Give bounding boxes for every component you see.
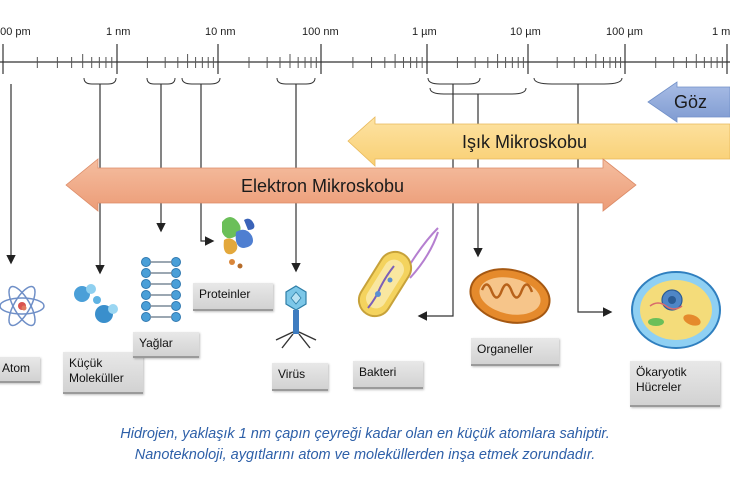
atom-icon <box>0 285 45 327</box>
eye-label: Göz <box>674 92 707 112</box>
lipid-head <box>171 279 181 289</box>
lipid-head <box>171 268 181 278</box>
lipid-head <box>141 279 151 289</box>
electron-microscope-label: Elektron Mikroskobu <box>241 176 404 196</box>
label-virus: Virüs <box>272 363 328 391</box>
light-microscope-label: Işık Mikroskobu <box>462 132 587 152</box>
label-organelles: Organeller <box>471 338 559 366</box>
electron-microscope-arrow: Elektron Mikroskobu <box>65 158 637 212</box>
small-molecules-icon <box>74 284 118 323</box>
lipid-head <box>141 301 151 311</box>
scale-label-10nm: 10 nm <box>205 26 236 38</box>
caption-line-1: Hidrojen, yaklaşık 1 nm çapın çeyreği ka… <box>120 426 610 442</box>
scale-label-100pm: 100 pm <box>0 26 31 38</box>
label-eukaryotic-cells: Ökaryotik Hücreler <box>630 361 720 407</box>
label-atom: Atom <box>0 357 40 383</box>
lipid-head <box>141 290 151 300</box>
label-proteins: Proteinler <box>193 283 273 311</box>
lipid-head <box>171 312 181 322</box>
caption: Hidrojen, yaklaşık 1 nm çapın çeyreği ka… <box>0 424 730 466</box>
label-bacteria: Bakteri <box>353 361 423 389</box>
organelle-icon <box>469 268 551 324</box>
lipid-head <box>141 257 151 267</box>
eye-range-arrow: Göz <box>647 81 730 123</box>
scale-label-1nm: 1 nm <box>106 26 130 38</box>
bacteria-icon <box>357 227 439 318</box>
label-small-molecules: Küçük Moleküller <box>63 352 143 394</box>
lipid-head <box>171 290 181 300</box>
lipid-head <box>141 268 151 278</box>
lipids-icon <box>141 257 181 322</box>
scale-labels: 100 pm 1 nm 10 nm 100 nm 1 µm 10 µm 100 … <box>0 26 730 38</box>
lipid-head <box>171 257 181 267</box>
virus-icon <box>275 285 317 349</box>
lipid-head <box>141 312 151 322</box>
leader-lines <box>6 84 613 321</box>
label-lipids: Yağlar <box>133 332 199 358</box>
scale-label-1mm: 1 mm <box>712 26 730 38</box>
scale-label-100um: 100 µm <box>606 26 643 38</box>
lipid-head <box>171 301 181 311</box>
light-microscope-arrow: Işık Mikroskobu <box>347 116 730 167</box>
eukaryotic-cell-icon <box>631 271 721 349</box>
scale-ruler <box>0 44 730 74</box>
proteins-icon <box>222 217 255 269</box>
scale-label-10um: 10 µm <box>510 26 541 38</box>
scale-label-100nm: 100 nm <box>302 26 339 38</box>
scale-label-1um: 1 µm <box>412 26 437 38</box>
range-brackets <box>83 77 623 95</box>
caption-line-2: Nanoteknoloji, aygıtlarını atom ve molek… <box>134 447 596 463</box>
